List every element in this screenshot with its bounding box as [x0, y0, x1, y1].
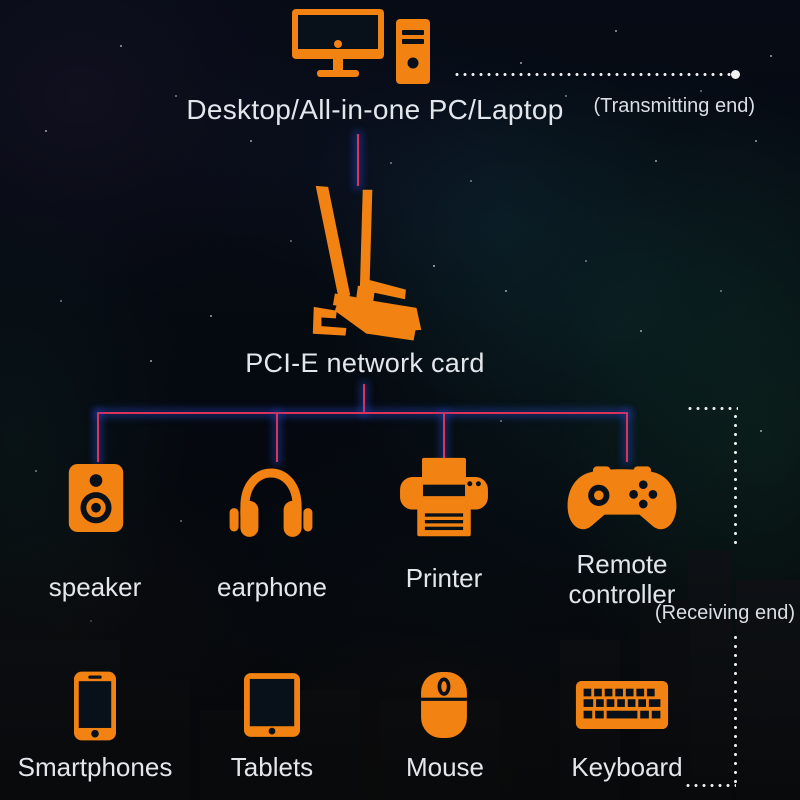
tree-drop-printer: [443, 413, 445, 462]
printer-icon: [400, 457, 488, 537]
speaker-icon: [68, 464, 124, 532]
tree-drop-speaker: [97, 413, 99, 462]
desktop-device-label: Desktop/All-in-one PC/Laptop: [186, 94, 564, 125]
speaker-label: speaker: [48, 572, 142, 602]
connector-pc-to-card: [357, 134, 359, 186]
keyboard-icon: [575, 681, 669, 729]
keyboard-dotted-line: [684, 784, 736, 787]
headphones-icon: [229, 468, 313, 537]
earphone-label: earphone: [217, 572, 327, 602]
mouse-label: Mouse: [405, 752, 485, 782]
receiving-dotted-line-vertical-upper: [734, 412, 737, 547]
tree-drop-earphone: [276, 413, 278, 462]
mouse-icon: [421, 672, 467, 738]
printer-label: Printer: [405, 563, 483, 593]
tree-horizontal-line: [97, 412, 628, 414]
keyboard-label: Keyboard: [571, 752, 683, 782]
transmitting-dotted-line-endpoint: [731, 70, 740, 79]
tree-drop-controller: [626, 413, 628, 462]
hub-label: PCI-E network card: [245, 348, 485, 378]
transmitting-dotted-line: [453, 73, 733, 76]
receiving-dotted-line-horizontal: [686, 407, 738, 410]
receiving-end-label: (Receiving end): [654, 602, 795, 624]
tablets-label: Tablets: [230, 752, 314, 782]
tablet-icon: [244, 673, 300, 737]
desktop-pc-and-tower-icon: [292, 9, 430, 84]
receiving-dotted-line-vertical-lower: [734, 633, 737, 788]
game-controller-icon: [567, 466, 677, 530]
pcie-network-card-icon: [312, 185, 422, 341]
transmitting-end-label: (Transmitting end): [593, 95, 755, 117]
smartphones-label: Smartphones: [17, 752, 173, 782]
starfield-background: [0, 0, 2, 2]
remote-controller-label: Remote controller: [568, 549, 676, 609]
smartphone-icon: [74, 671, 116, 741]
connector-card-to-tree: [363, 384, 365, 413]
